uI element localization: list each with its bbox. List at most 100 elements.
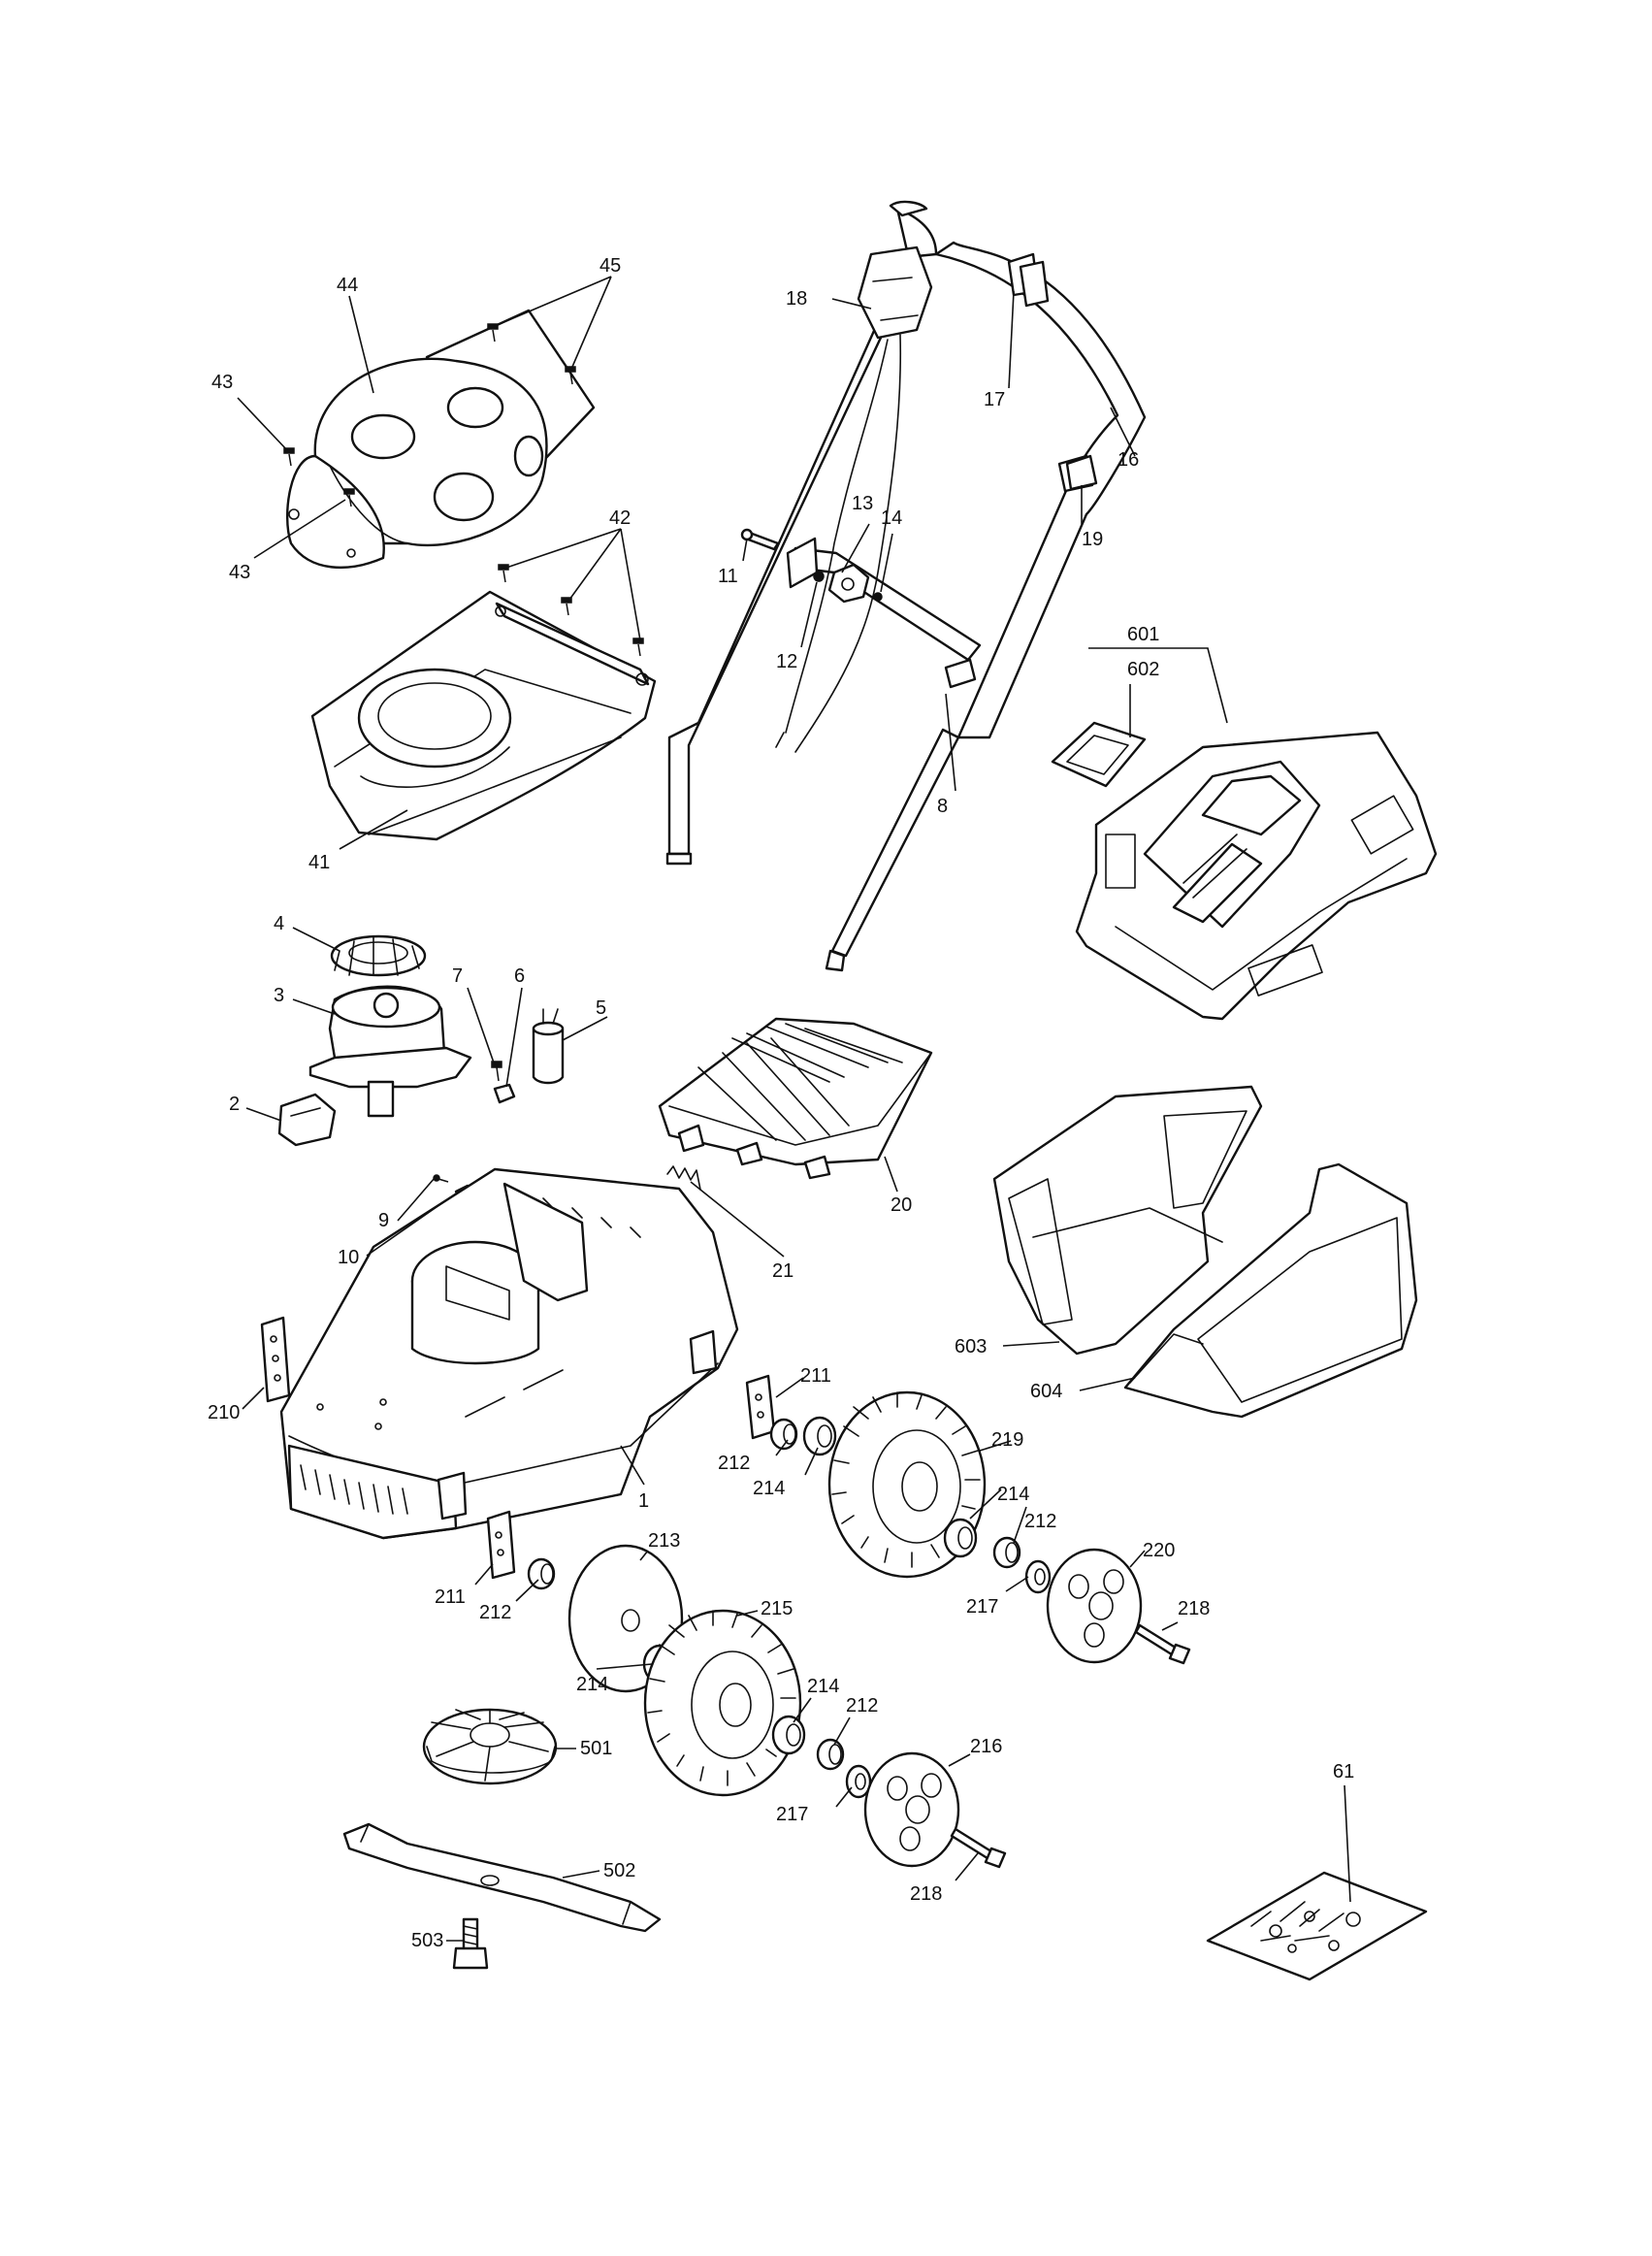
part-217-washer-b [845,1764,872,1799]
part-19-ring [1065,454,1098,491]
label-214-a: 214 [753,1478,785,1499]
label-219: 219 [991,1429,1023,1451]
part-214-bearing-b [943,1518,978,1558]
part-42-screws [498,564,644,657]
part-12-washer [813,571,825,582]
part-214-bearing-a [802,1416,837,1456]
part-220-hubcap [1046,1548,1143,1664]
part-4-fan [330,934,427,977]
part-1-deck [279,1167,739,1540]
label-213: 213 [648,1530,680,1552]
label-214-b: 214 [997,1484,1029,1505]
label-18: 18 [786,288,807,310]
label-212-b: 212 [1024,1511,1056,1532]
part-211-plate-b [486,1510,516,1580]
part-11-bolt [740,528,780,551]
part-labels: 44 45 43 43 42 41 18 17 16 19 13 14 11 1… [208,255,1354,1951]
label-19: 19 [1082,529,1103,550]
part-603-grass-box-lower [992,1085,1263,1356]
part-6-clamp [493,1083,516,1104]
label-217-b: 217 [776,1804,808,1825]
part-44-rear-cover [285,309,596,569]
label-218-a: 218 [1178,1598,1210,1619]
part-602-window [1051,721,1147,788]
part-13-knob [827,563,870,604]
label-9: 9 [378,1210,389,1231]
label-41: 41 [308,852,330,873]
label-61: 61 [1333,1761,1354,1782]
label-603: 603 [955,1336,987,1357]
part-212-bushing-a [769,1418,798,1451]
label-503: 503 [411,1930,443,1951]
part-501-fan [422,1708,558,1785]
label-8: 8 [937,796,948,817]
part-211-plate-a [745,1374,776,1440]
part-41-cover-plate [310,590,657,841]
part-212-bushing-b [992,1536,1021,1569]
part-217-washer-a [1024,1559,1052,1594]
label-3: 3 [274,985,284,1006]
label-16: 16 [1118,449,1139,471]
part-17-clip [1019,260,1050,308]
part-9-screw [433,1174,449,1183]
label-604: 604 [1030,1381,1062,1402]
part-212-bushing-c [527,1557,556,1590]
part-18-switch-box [775,245,933,753]
label-502: 502 [603,1860,635,1881]
part-215-wheel [643,1609,802,1797]
label-217-a: 217 [966,1596,998,1618]
part-2-terminal-block [277,1093,337,1147]
label-501: 501 [580,1738,612,1759]
label-215: 215 [761,1598,793,1619]
part-20-flap-guard [658,1017,933,1180]
part-3-motor [308,985,472,1118]
label-602: 602 [1127,659,1159,680]
part-45-screws [487,323,576,385]
label-20: 20 [891,1194,912,1216]
part-43-screws [283,447,355,507]
label-11: 11 [718,566,738,587]
part-502-blade [342,1822,662,1933]
part-210-plate [260,1316,291,1403]
label-21: 21 [772,1260,794,1282]
label-43-top: 43 [211,372,233,393]
label-2: 2 [229,1094,240,1115]
label-220: 220 [1143,1540,1175,1561]
leader-lines [237,276,1351,1942]
label-212-a: 212 [718,1453,750,1474]
label-14: 14 [881,507,902,529]
label-43-bottom: 43 [229,562,250,583]
part-604-grass-box-upper [1123,1162,1418,1419]
part-21-spring [666,1165,701,1191]
label-7: 7 [452,965,463,987]
part-214-bearing-d [771,1715,806,1755]
label-211-a: 211 [800,1365,831,1387]
label-211-b: 211 [435,1586,466,1608]
label-214-c: 214 [576,1674,608,1695]
label-212-d: 212 [846,1695,878,1717]
label-1: 1 [638,1490,649,1512]
label-212-c: 212 [479,1602,511,1623]
part-7-screw [491,1061,502,1082]
part-14-nut [873,592,883,602]
label-17: 17 [984,389,1005,410]
label-216: 216 [970,1736,1002,1757]
label-210: 210 [208,1402,240,1423]
label-12: 12 [776,651,797,672]
part-212-bushing-d [816,1738,845,1771]
label-44: 44 [337,275,358,296]
part-5-capacitor [532,1008,565,1085]
label-5: 5 [596,997,606,1019]
part-218-axle-bolt-a [1134,1623,1191,1665]
label-601: 601 [1127,624,1159,645]
label-6: 6 [514,965,525,987]
label-42: 42 [609,507,631,529]
part-601-top-cover [1075,731,1438,1021]
label-13: 13 [852,493,873,514]
part-503-bolt [452,1917,489,1970]
label-218-b: 218 [910,1883,942,1905]
part-61-hardware-bag [1206,1871,1428,1981]
label-4: 4 [274,913,284,934]
